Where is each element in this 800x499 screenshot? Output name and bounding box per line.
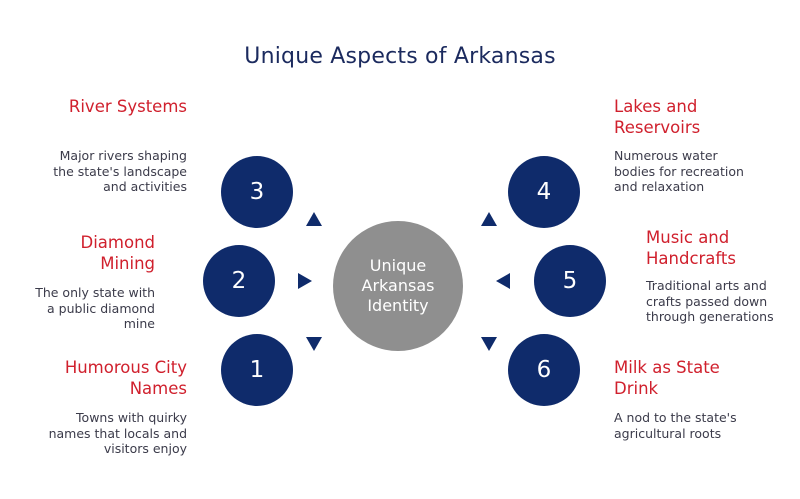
center-circle: Unique Arkansas Identity [333,221,463,351]
center-label: Unique Arkansas Identity [361,256,435,315]
number-circle-5: 5 [534,245,606,317]
number-circle-2: 2 [203,245,275,317]
number-circle-6: 6 [508,334,580,406]
desc-diamond-mining: The only state with a public diamond min… [35,285,155,331]
heading-diamond-mining: Diamond Mining [80,233,156,273]
desc-lakes-reservoirs: Numerous water bodies for recreation and… [614,148,744,194]
heading-music-handcrafts: Music and Handcrafts [646,228,737,268]
arrow-up-left-icon [306,212,322,226]
number-circle-4: 4 [508,156,580,228]
desc-music-handcrafts: Traditional arts and crafts passed down … [646,278,774,324]
heading-lakes-reservoirs: Lakes and Reservoirs [614,97,701,137]
arrow-left-icon [496,273,510,289]
arrow-down-left-icon [306,337,322,351]
arrow-down-right-icon [481,337,497,351]
arrow-up-right-icon [481,212,497,226]
number-circle-1: 1 [221,334,293,406]
number-circle-3: 3 [221,156,293,228]
diagram-title: Unique Aspects of Arkansas [244,44,556,69]
desc-milk-state-drink: A nod to the state's agricultural roots [614,410,737,441]
heading-river-systems: River Systems [68,97,187,116]
desc-humorous-city-names: Towns with quirky names that locals and … [48,410,187,456]
heading-milk-state-drink: Milk as State Drink [614,358,720,398]
heading-humorous-city-names: Humorous City Names [64,358,187,398]
desc-river-systems: Major rivers shaping the state's landsca… [53,148,187,194]
arrow-right-icon [298,273,312,289]
